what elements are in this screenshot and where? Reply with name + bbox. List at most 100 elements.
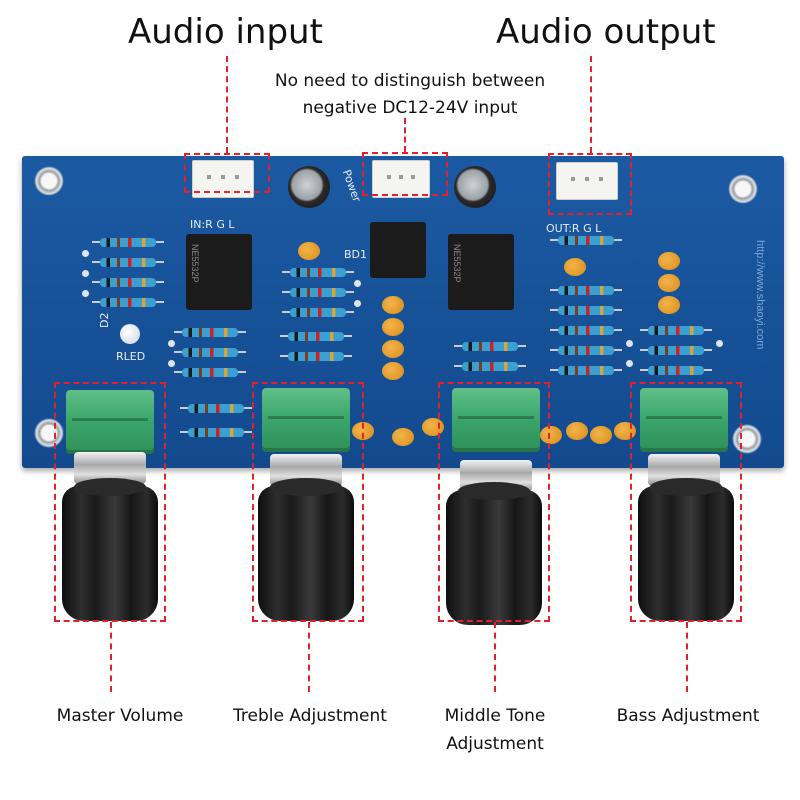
resistor [280, 352, 352, 361]
resistor [180, 404, 252, 413]
resistor [92, 278, 164, 287]
resistor [92, 238, 164, 247]
bass-callout-line [686, 622, 688, 692]
solder-pad [626, 340, 633, 347]
solder-pad [354, 300, 361, 307]
d2-label: D2 [98, 312, 111, 328]
bass-knob[interactable] [638, 478, 734, 621]
resistor [282, 288, 354, 297]
power-silk-label: Power [339, 168, 364, 204]
ceramic-capacitor [658, 274, 680, 292]
middle-tone-label: Middle Tone Adjustment [420, 702, 570, 758]
power-callout-line [404, 118, 406, 152]
audio-output-callout-line [590, 56, 592, 153]
ceramic-capacitor [590, 426, 612, 444]
ceramic-capacitor [658, 296, 680, 314]
treble-callout-box [252, 382, 364, 622]
solder-pad [82, 250, 89, 257]
resistor [454, 342, 526, 351]
website-silk-label: http://www.shaoyi.com [754, 240, 766, 350]
ceramic-capacitor [382, 296, 404, 314]
mount-hole-top-right [728, 174, 758, 204]
resistor [174, 368, 246, 377]
resistor [550, 236, 622, 245]
middle-tone-label-line-1: Middle Tone [444, 706, 546, 726]
ceramic-capacitor [382, 362, 404, 380]
electrolytic-capacitor-left [288, 166, 330, 208]
solder-pad [82, 290, 89, 297]
power-callout-box [362, 152, 448, 196]
resistor [550, 366, 622, 375]
mount-hole-top-left [34, 166, 64, 196]
ceramic-capacitor [564, 258, 586, 276]
treble-adjustment-label: Treble Adjustment [233, 706, 387, 726]
resistor [174, 328, 246, 337]
treble-potentiometer [262, 388, 350, 452]
input-pin-label: IN:R G L [190, 218, 235, 231]
power-note-line-2: negative DC12-24V input [302, 98, 518, 118]
treble-knob[interactable] [258, 478, 354, 621]
audio-output-title: Audio output [496, 12, 716, 52]
resistor [640, 326, 712, 335]
audio-input-title: Audio input [128, 12, 323, 52]
bass-potentiometer [640, 388, 728, 452]
ceramic-capacitor [298, 242, 320, 260]
resistor [550, 306, 622, 315]
led-indicator [120, 324, 140, 344]
power-note-line-1: No need to distinguish between [274, 71, 546, 91]
middle-tone-callout-line [494, 622, 496, 692]
power-note: No need to distinguish between negative … [210, 68, 610, 122]
audio-input-callout-box [184, 153, 270, 193]
electrolytic-capacitor-right [454, 166, 496, 208]
solder-pad [716, 340, 723, 347]
resistor [454, 362, 526, 371]
resistor [282, 268, 354, 277]
resistor [550, 286, 622, 295]
op-amp-chip-left: NE5532P [186, 234, 252, 310]
solder-pad [168, 360, 175, 367]
output-pin-label: OUT:R G L [546, 222, 602, 235]
ceramic-capacitor [382, 340, 404, 358]
ceramic-capacitor [566, 422, 588, 440]
mount-hole-bottom-left [34, 418, 64, 448]
middle-tone-callout-box [438, 382, 550, 622]
treble-callout-line [308, 622, 310, 692]
master-volume-callout-box [54, 382, 166, 622]
output-connector [556, 162, 618, 200]
audio-input-callout-line [226, 56, 228, 153]
resistor [280, 332, 352, 341]
power-connector [372, 160, 430, 198]
middle-tone-label-line-2: Adjustment [446, 734, 544, 754]
bass-adjustment-label: Bass Adjustment [616, 706, 760, 726]
ceramic-capacitor [658, 252, 680, 270]
op-amp-chip-right: NE5532P [448, 234, 514, 310]
solder-pad [82, 270, 89, 277]
ceramic-capacitor [382, 318, 404, 336]
resistor [92, 298, 164, 307]
mount-hole-bottom-right [732, 424, 762, 454]
resistor [640, 366, 712, 375]
master-volume-potentiometer [66, 390, 154, 454]
solder-pad [168, 340, 175, 347]
solder-pad [354, 280, 361, 287]
resistor [174, 348, 246, 357]
middle-tone-potentiometer [452, 388, 540, 452]
resistor [92, 258, 164, 267]
resistor [550, 326, 622, 335]
master-volume-label: Master Volume [56, 706, 184, 726]
resistor [550, 346, 622, 355]
audio-output-callout-box [548, 153, 632, 215]
bridge-rectifier-chip [370, 222, 426, 278]
master-volume-callout-line [110, 622, 112, 692]
ceramic-capacitor [540, 426, 562, 444]
bd1-label: BD1 [344, 248, 368, 261]
master-volume-knob[interactable] [62, 478, 158, 621]
resistor [282, 308, 354, 317]
resistor [640, 346, 712, 355]
ceramic-capacitor [392, 428, 414, 446]
solder-pad [626, 360, 633, 367]
rled-label: RLED [116, 350, 146, 363]
middle-tone-knob[interactable] [446, 482, 542, 625]
bass-callout-box [630, 382, 742, 622]
resistor [180, 428, 252, 437]
